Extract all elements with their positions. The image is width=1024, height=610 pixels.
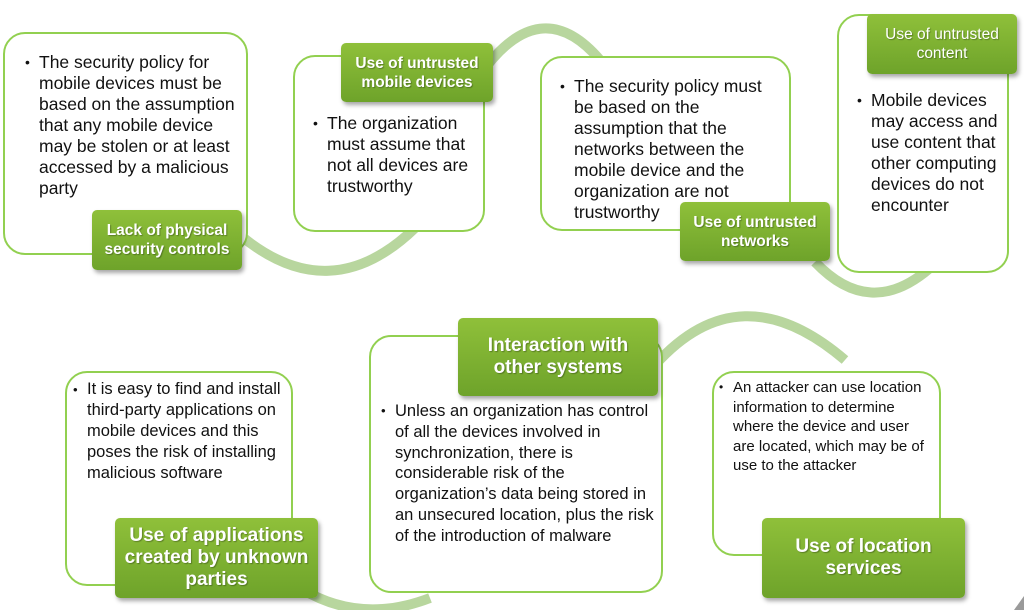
label-untrusted-devices: Use of untrusted mobile devices: [341, 43, 493, 102]
arc-6-7: [651, 311, 849, 369]
arc-2-3: [475, 23, 604, 78]
card-text: Unless an organization has control of al…: [381, 401, 661, 547]
label-untrusted-content: Use of untrusted content: [867, 14, 1017, 74]
label-location-services: Use of location services: [762, 518, 965, 598]
card-physical-security: The security policy for mobile devices m…: [3, 32, 248, 255]
arc-1-2: [236, 224, 419, 276]
card-text: It is easy to find and install third-par…: [73, 379, 288, 484]
card-text: The security policy must be based on the…: [560, 76, 785, 223]
card-text: The organization must assume that not al…: [313, 113, 478, 197]
label-untrusted-networks: Use of untrusted networks: [680, 202, 830, 261]
label-physical-security: Lack of physical security controls: [92, 210, 242, 270]
card-untrusted-networks: The security policy must be based on the…: [540, 56, 791, 231]
label-unknown-apps: Use of applications created by unknown p…: [115, 518, 318, 598]
card-text: Mobile devices may access and use conten…: [857, 90, 1002, 216]
arc-3-4: [811, 258, 934, 298]
card-text: An attacker can use location information…: [719, 378, 934, 476]
slide-corner-marker: [1014, 596, 1024, 610]
card-text: The security policy for mobile devices m…: [25, 52, 240, 199]
label-other-systems: Interaction with other systems: [458, 318, 658, 396]
